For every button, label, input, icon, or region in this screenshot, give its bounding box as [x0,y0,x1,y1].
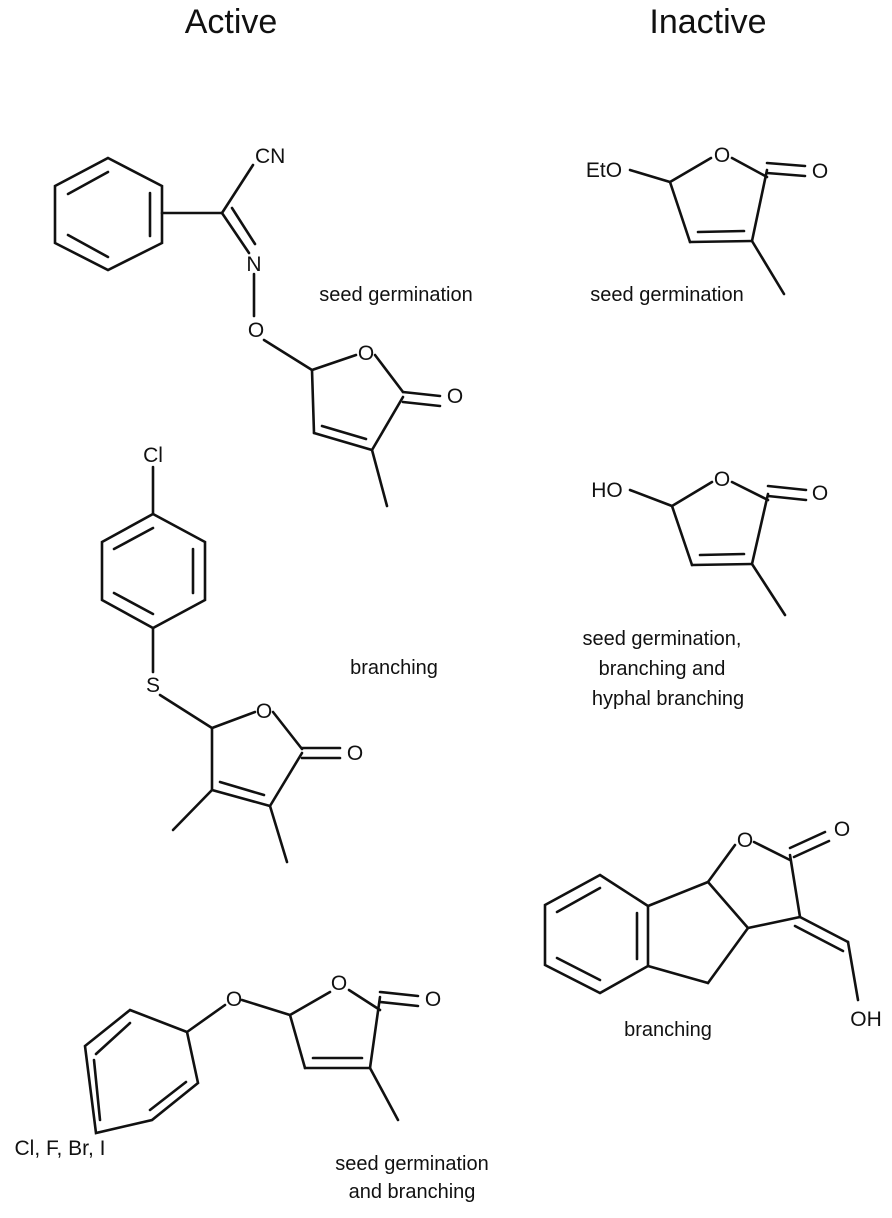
active-2-atom-cl: Cl [143,444,163,467]
active-3-atom-o-carbonyl: O [425,988,441,1011]
active-1-atom-o-link: O [248,319,264,342]
compound-inactive-2: HO O O seed germination, branching and h… [583,468,829,710]
active-3-atom-halogens: Cl, F, Br, I [14,1137,105,1160]
inactive-3-atom-oh: OH [850,1008,882,1031]
active-1-atom-o-carbonyl: O [447,385,463,408]
inactive-3-atom-o-ring: O [737,829,753,852]
compound-active-2: Cl S O O branching [100,444,438,864]
active-2-atom-s: S [146,674,160,697]
active-3-caption-line-2: and branching [349,1181,476,1203]
inactive-3-atom-o-carbonyl: O [834,818,850,841]
compound-inactive-3: O O OH branching [543,818,882,1041]
inactive-1-bonds [628,156,807,296]
compound-inactive-1: EtO O O seed germination [586,144,828,306]
active-2-atom-o-carbonyl: O [347,742,363,765]
active-1-atom-n: N [246,253,261,276]
active-3-atom-o-link: O [226,988,242,1011]
active-3-atom-o-ring: O [331,972,347,995]
header-active: Active [185,3,278,41]
active-1-atom-cn: CN [255,145,285,168]
active-1-caption: seed germination [319,284,472,306]
active-1-atom-o-ring: O [358,342,374,365]
active-2-bonds [100,465,342,864]
active-3-bonds [83,988,420,1135]
inactive-3-caption: branching [624,1019,712,1041]
header-inactive: Inactive [649,3,766,41]
inactive-1-atom-o-carbonyl: O [812,160,828,183]
inactive-2-caption-line-2: branching and [599,658,726,680]
active-1-bonds [53,156,442,508]
compound-active-1: CN N O O O seed germination [53,145,473,508]
compound-active-3: O O O Cl, F, Br, I seed germination and … [14,972,488,1203]
inactive-2-atom-o-carbonyl: O [812,482,828,505]
active-2-atom-o-ring: O [256,700,272,723]
inactive-1-caption: seed germination [590,284,743,306]
active-3-caption-line-1: seed germination [335,1153,488,1175]
inactive-2-bonds [628,480,808,617]
inactive-3-bonds [543,830,860,1002]
inactive-2-atom-ho: HO [591,479,623,502]
inactive-1-atom-eto: EtO [586,159,622,182]
active-2-caption: branching [350,657,438,679]
inactive-2-caption-line-1: seed germination, [583,628,742,650]
inactive-2-atom-o-ring: O [714,468,730,491]
inactive-1-atom-o-ring: O [714,144,730,167]
inactive-2-caption-line-3: hyphal branching [592,688,744,710]
